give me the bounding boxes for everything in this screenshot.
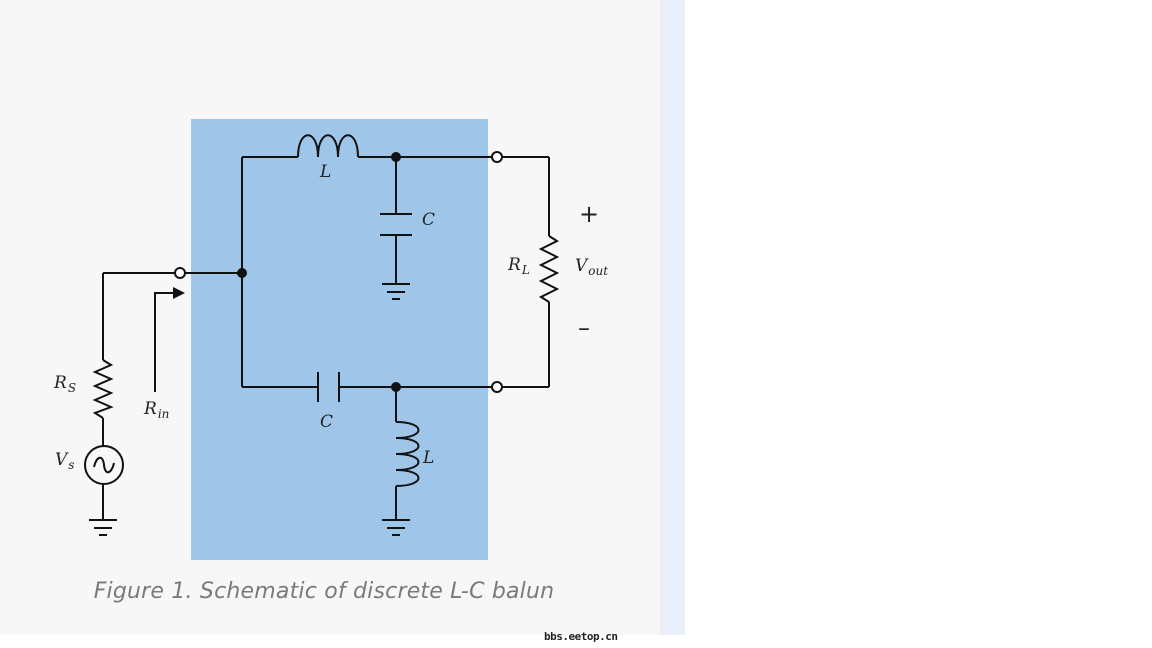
source-voltage-label: Vs xyxy=(55,450,75,472)
source-resistor xyxy=(92,359,114,419)
plus-sign: + xyxy=(579,200,600,228)
terminal-out-top xyxy=(491,151,503,163)
watermark: bbs.eetop.cn xyxy=(544,630,618,643)
balun-box xyxy=(191,119,488,560)
rin-arrow-line xyxy=(154,292,176,392)
panel-divider xyxy=(660,0,664,635)
bottom-inductor xyxy=(395,421,420,487)
output-voltage-label: Vout xyxy=(575,256,609,278)
minus-sign: – xyxy=(578,314,590,342)
top-inductor-label: L xyxy=(320,162,332,182)
junction-dot xyxy=(237,268,247,278)
junction-dot xyxy=(391,382,401,392)
top-inductor xyxy=(297,134,359,158)
top-capacitor-label: C xyxy=(422,210,436,230)
source-resistor-label: RS xyxy=(54,373,77,395)
voltage-source-wave xyxy=(93,456,115,474)
side-panel-strip xyxy=(664,0,685,635)
bottom-inductor-label: L xyxy=(423,448,435,468)
figure-caption: Figure 1. Schematic of discrete L-C balu… xyxy=(93,579,555,604)
input-resistance-label: Rin xyxy=(144,399,170,421)
terminal-out-bottom xyxy=(491,381,503,393)
rin-arrow-head xyxy=(173,287,185,299)
load-resistor xyxy=(538,235,560,303)
junction-dot xyxy=(391,152,401,162)
bottom-capacitor-label: C xyxy=(320,412,334,432)
terminal-input xyxy=(174,267,186,279)
load-resistor-label: RL xyxy=(508,255,530,277)
